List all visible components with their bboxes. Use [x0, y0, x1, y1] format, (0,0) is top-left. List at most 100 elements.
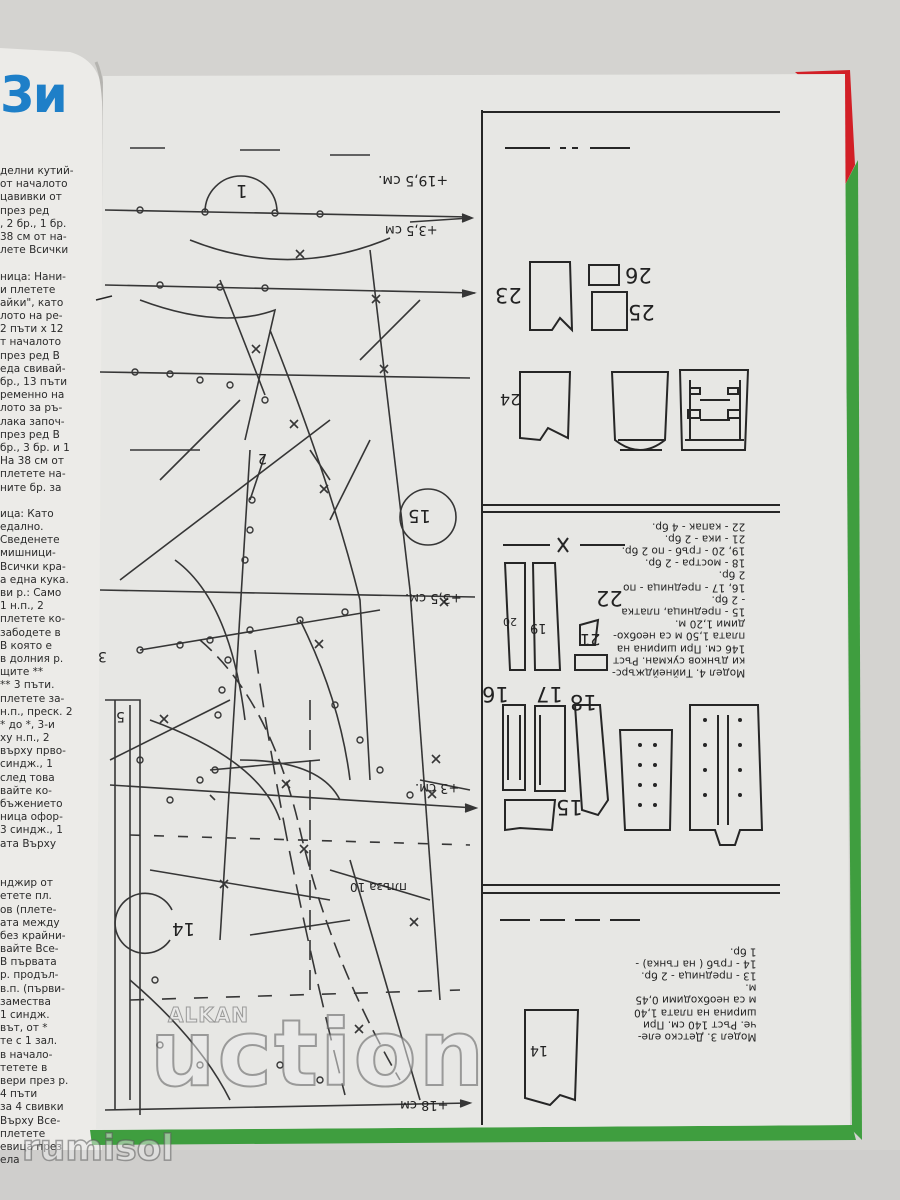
- caption-line: 22 - капак - 4 бр.: [651, 520, 746, 533]
- text-line: [0, 495, 102, 508]
- text-line: ница: Нани-: [0, 270, 66, 283]
- piece-label-20: 20: [503, 615, 517, 628]
- watermark-bottom: rumisol: [21, 1127, 174, 1170]
- text-line: ела: [0, 1154, 20, 1167]
- text-line: за 4 свивки: [0, 1101, 64, 1114]
- text-line: цавивки от: [0, 191, 62, 204]
- text-line: в долния р.: [0, 652, 64, 665]
- caption-line: дими 1,20 м.: [675, 617, 746, 630]
- text-line: лото за ръ-: [0, 402, 63, 415]
- model-4-caption: Модел 4. Тийнейджърс-ки дънков сукман. Р…: [612, 520, 745, 678]
- caption-line: ширина на плата 1,40: [634, 1006, 757, 1019]
- pattern-piece-14: 14: [172, 918, 195, 939]
- pattern-piece-15: 15: [408, 505, 431, 526]
- pattern-piece-2: 2: [258, 450, 267, 466]
- caption-line: 18 - мостра - 2 бр.: [645, 556, 746, 569]
- text-line: лото на ре-: [0, 310, 63, 323]
- caption-line: м.: [745, 981, 757, 994]
- text-line: етете пл.: [0, 890, 52, 903]
- text-line: вайте ко-: [0, 784, 52, 797]
- text-line: 38 см от на-: [0, 230, 67, 243]
- caption-line: 2 бр.: [718, 568, 746, 581]
- caption-line: 1 бр.: [729, 945, 757, 958]
- text-line: евица през: [0, 1140, 62, 1153]
- text-line: плетете на-: [0, 468, 66, 481]
- text-line: бр., 13 пъти: [0, 376, 68, 388]
- text-line: синдж., 1: [0, 758, 53, 771]
- caption-line: 146 см. При ширина на: [616, 642, 746, 655]
- text-line: ви р.: Само: [0, 587, 62, 599]
- caption-line: 14 - гръб ( на гънка) -: [635, 957, 757, 970]
- caption-line: Модел 4. Тийнейджърс-: [612, 666, 746, 679]
- caption-line: - 2 бр.: [711, 593, 746, 606]
- piece-label-18: 18: [570, 690, 597, 714]
- text-line: нджир от: [0, 877, 53, 890]
- text-line: Всички кра-: [0, 560, 66, 573]
- text-line: вери през р.: [0, 1074, 69, 1087]
- text-line: без крайни-: [0, 929, 66, 942]
- caption-line: 15 - предница, платка: [621, 605, 746, 618]
- piece-label-14-model3: 14: [530, 1042, 548, 1058]
- text-line: тетете в: [0, 1061, 48, 1074]
- text-line: еда свивай-: [0, 362, 66, 375]
- text-line: след това: [0, 771, 55, 784]
- text-line: вайте Все-: [0, 943, 59, 956]
- text-line: В първата: [0, 956, 57, 969]
- text-line: и плетете: [0, 283, 56, 296]
- text-line: [0, 257, 102, 270]
- measurement-3-5-top: +3,5 см: [385, 222, 438, 237]
- piece-label-16: 16: [482, 682, 509, 706]
- text-line: ременно на: [0, 389, 65, 402]
- caption-line: плата 1,50 м са необхо-: [613, 629, 746, 642]
- text-line: а една кука.: [0, 573, 69, 586]
- text-line: бъжението: [0, 798, 63, 810]
- text-line: 2 пъти х 12: [0, 323, 64, 336]
- text-line: На 38 см от: [0, 455, 64, 468]
- piece-label-24: 24: [500, 390, 521, 409]
- text-line: в начало-: [0, 1048, 53, 1061]
- text-line: ата между: [0, 916, 60, 929]
- measurement-19-5: +19,5 см.: [378, 172, 449, 188]
- text-line: В която е: [0, 639, 52, 652]
- text-line: забодете в: [0, 626, 61, 639]
- text-line: р. продъл-: [0, 969, 59, 982]
- text-line: [0, 864, 102, 877]
- text-line: през ред В: [0, 428, 60, 441]
- text-line: , 2 бр., 1 бр.: [0, 217, 67, 230]
- text-line: 1 н.п., 2: [0, 600, 44, 613]
- text-line: 4 пъти: [0, 1088, 38, 1101]
- caption-line: 19, 20 - гръб - по 2 бр.: [621, 544, 746, 557]
- green-border: [90, 1125, 856, 1145]
- page-title-fragment: 3и: [0, 66, 68, 124]
- caption-line: ки дънков сукман. Ръст: [612, 654, 746, 667]
- piece-label-19: 19: [530, 620, 547, 635]
- text-line: лака започ-: [0, 415, 65, 428]
- pattern-piece-3: 3: [98, 648, 107, 664]
- piece-label-23: 23: [495, 283, 522, 307]
- text-line: ** 3 пъти.: [0, 679, 55, 692]
- measurement-3-5: +3,5 см.: [405, 590, 462, 605]
- caption-line: 13 - предница - 2 бр.: [641, 969, 757, 982]
- piece-label-22: 22: [596, 586, 623, 610]
- piece-label-15: 15: [556, 795, 583, 819]
- text-line: щите **: [0, 666, 44, 679]
- text-line: н.п., преск. 2: [0, 705, 73, 718]
- watermark-top: ALKAN: [168, 1003, 249, 1028]
- text-line: лете Всички: [0, 244, 69, 257]
- caption-line: че. Ръст 140 см. При: [643, 1018, 757, 1031]
- text-line: плетете за-: [0, 692, 65, 705]
- text-line: в.п. (първи-: [0, 982, 65, 995]
- text-line: плетете: [0, 1127, 46, 1140]
- piece-label-17: 17: [536, 682, 563, 706]
- text-line: мишници-: [0, 547, 56, 560]
- text-line: ху н.п., 2: [0, 732, 50, 745]
- text-line: [0, 851, 102, 864]
- text-line: от началото: [0, 178, 68, 191]
- piece-label-25: 25: [628, 300, 655, 324]
- text-line: ица: Като: [0, 507, 54, 520]
- caption-line: Модел 3. Детско еле-: [637, 1030, 757, 1043]
- text-line: ните бр. за: [0, 481, 62, 494]
- watermark-main: uction: [149, 999, 487, 1108]
- text-line: айки", като: [0, 296, 64, 309]
